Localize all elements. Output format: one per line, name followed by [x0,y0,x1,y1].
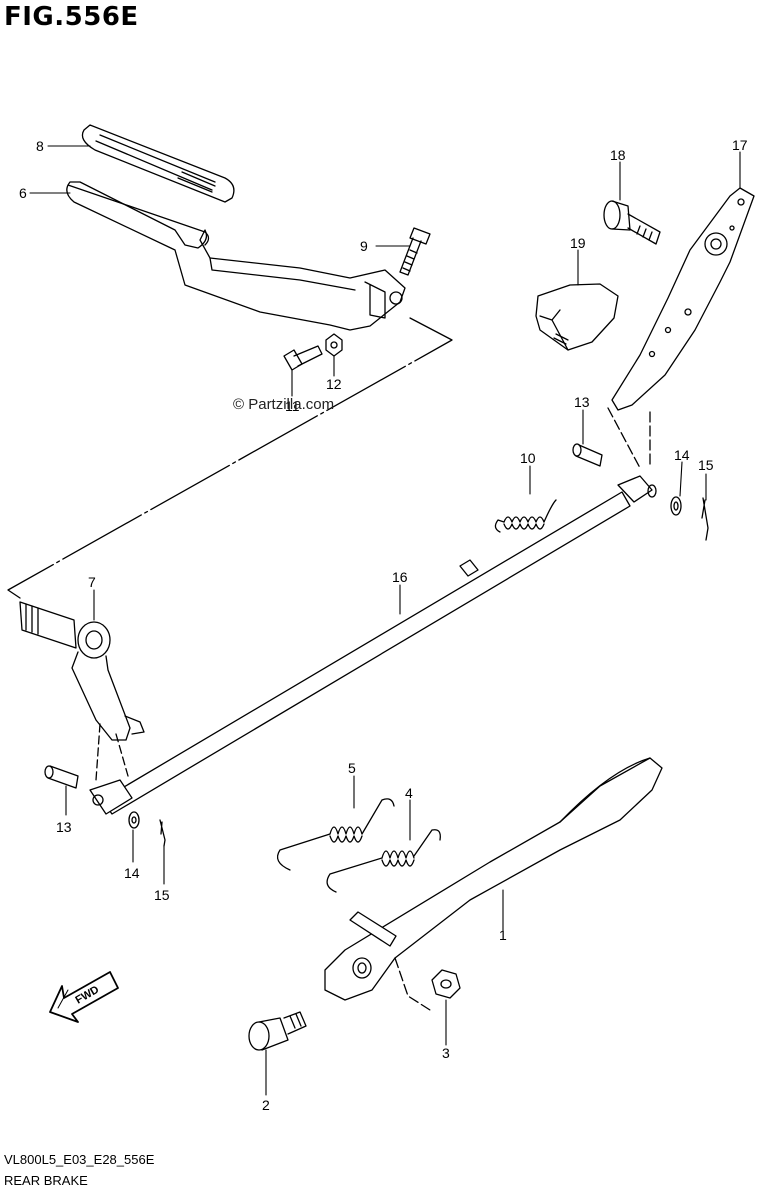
fwd-arrow-icon: FWD [49,971,119,1023]
part-3-nut [431,969,461,999]
callout-4: 4 [405,785,413,801]
part-11-bolt [283,345,323,371]
callout-11: 11 [285,398,300,414]
leader-lines [29,145,741,1096]
diagram-caption: REAR BRAKE [4,1173,88,1188]
callout-18: 18 [610,147,626,163]
part-14-washer-upper [670,496,682,516]
callout-labels: 8 6 9 11 12 18 17 19 13 10 14 15 16 7 5 … [19,137,748,1113]
part-5-spring [276,798,395,871]
callout-2: 2 [262,1097,270,1113]
callout-7: 7 [88,574,96,590]
callout-3: 3 [442,1045,450,1061]
part-13-pin-upper [572,443,603,467]
callout-9: 9 [360,238,368,254]
callout-8: 8 [36,138,44,154]
part-16-brake-rod [101,475,657,815]
callout-19: 19 [570,235,586,251]
part-10-spring [494,499,557,533]
part-14-washer-lower [128,811,140,829]
callout-14-upper: 14 [674,447,690,463]
callout-14-lower: 14 [124,865,140,881]
part-18-pivot-bolt [603,200,661,245]
callout-6: 6 [19,185,27,201]
callout-5: 5 [348,760,356,776]
callout-10: 10 [520,450,536,466]
callout-16: 16 [392,569,408,585]
part-19-cover [535,283,619,351]
part-15-cotter-pin-upper [701,497,709,541]
callout-15-lower: 15 [154,887,170,903]
callout-17: 17 [732,137,748,153]
callout-1: 1 [499,927,507,943]
part-4-spring [326,829,441,893]
part-13-pin-lower [44,765,79,789]
callout-13-upper: 13 [574,394,590,410]
part-12-nut [325,333,343,357]
part-15-cotter-pin-lower [159,819,166,847]
figure-title: FIG.556E [4,2,139,32]
part-9-bolt [399,227,431,276]
part-6-brake-pedal [66,181,406,331]
part-1-side-stand [324,757,663,1011]
reference-line-upper [7,317,453,599]
rod-clevis-lower [89,723,133,815]
part-2-pivot-bolt [248,1011,307,1051]
callout-13-lower: 13 [56,819,72,835]
callout-12: 12 [326,376,342,392]
part-8-pedal-rubber [81,124,235,203]
part-17-brake-lever [611,187,755,411]
diagram-code: VL800L5_E03_E28_556E [4,1152,155,1167]
reference-line-lever [607,407,651,469]
callout-15-upper: 15 [698,457,714,473]
part-7-brake-arm [19,601,145,741]
watermark: © Partzilla.com [233,396,335,413]
